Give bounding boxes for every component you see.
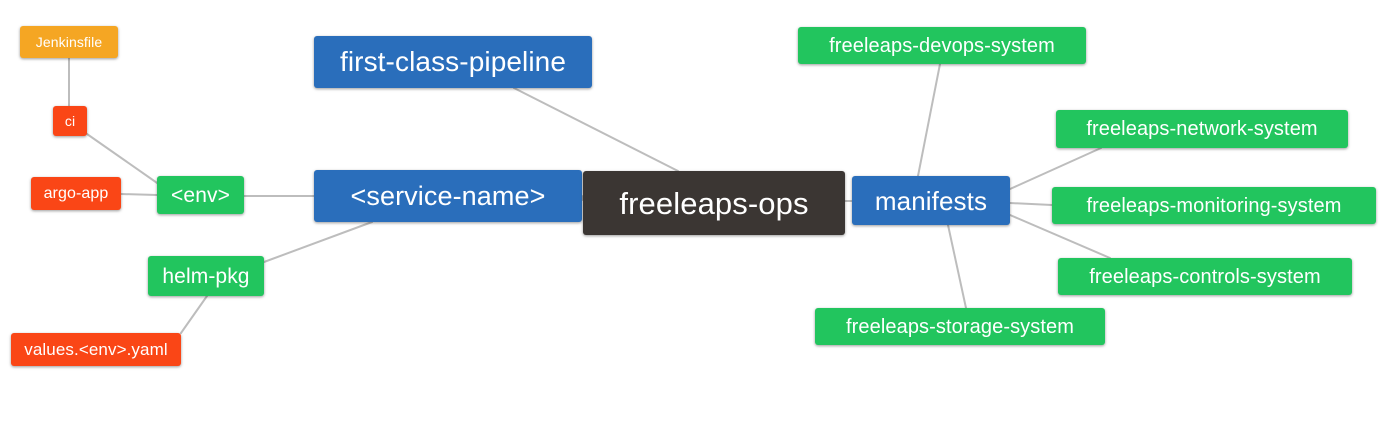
- edge-values-yaml-to-helm-pkg: [180, 295, 208, 334]
- node-ci[interactable]: ci: [53, 106, 87, 136]
- node-label-freeleaps-monitoring-system: freeleaps-monitoring-system: [1086, 194, 1342, 217]
- node-label-ci: ci: [64, 113, 76, 129]
- node-label-freeleaps-network-system: freeleaps-network-system: [1086, 118, 1318, 140]
- node-first-class-pipeline[interactable]: first-class-pipeline: [314, 36, 592, 88]
- node-env[interactable]: <env>: [157, 176, 244, 214]
- node-freeleaps-storage-system[interactable]: freeleaps-storage-system: [815, 308, 1105, 345]
- node-label-freeleaps-controls-system: freeleaps-controls-system: [1089, 265, 1321, 288]
- edge-argo-app-to-env: [120, 193, 158, 196]
- node-label-values-yaml: values.<env>.yaml: [24, 340, 168, 359]
- node-label-jenkinsfile: Jenkinsfile: [35, 34, 103, 50]
- node-label-env: <env>: [171, 183, 230, 207]
- node-label-manifests: manifests: [874, 185, 988, 216]
- node-freeleaps-network-system[interactable]: freeleaps-network-system: [1056, 110, 1348, 148]
- node-manifests[interactable]: manifests: [852, 176, 1010, 225]
- edge-manifests-to-freeleaps-network-system: [1009, 147, 1102, 190]
- node-label-freeleaps-devops-system: freeleaps-devops-system: [829, 34, 1055, 57]
- node-freeleaps-controls-system[interactable]: freeleaps-controls-system: [1058, 258, 1352, 295]
- node-jenkinsfile[interactable]: Jenkinsfile: [20, 26, 118, 58]
- node-argo-app[interactable]: argo-app: [31, 177, 121, 210]
- node-label-helm-pkg: helm-pkg: [162, 264, 250, 288]
- edge-manifests-to-freeleaps-storage-system: [947, 224, 967, 309]
- node-label-service-name: <service-name>: [350, 180, 546, 211]
- edge-helm-pkg-to-service-name: [263, 221, 373, 263]
- node-service-name[interactable]: <service-name>: [314, 170, 582, 222]
- node-label-argo-app: argo-app: [43, 184, 109, 202]
- node-freeleaps-monitoring-system[interactable]: freeleaps-monitoring-system: [1052, 187, 1376, 224]
- node-label-freeleaps-storage-system: freeleaps-storage-system: [845, 315, 1075, 338]
- node-label-freeleaps-ops: freeleaps-ops: [619, 185, 809, 221]
- node-values-yaml[interactable]: values.<env>.yaml: [11, 333, 181, 366]
- node-freeleaps-ops[interactable]: freeleaps-ops: [583, 171, 845, 235]
- edge-manifests-to-freeleaps-devops-system: [917, 63, 941, 177]
- node-helm-pkg[interactable]: helm-pkg: [148, 256, 264, 296]
- node-freeleaps-devops-system[interactable]: freeleaps-devops-system: [798, 27, 1086, 64]
- edge-manifests-to-freeleaps-monitoring-system: [1009, 202, 1053, 206]
- node-label-first-class-pipeline: first-class-pipeline: [339, 46, 567, 77]
- edge-first-class-pipeline-to-freeleaps-ops: [513, 87, 679, 172]
